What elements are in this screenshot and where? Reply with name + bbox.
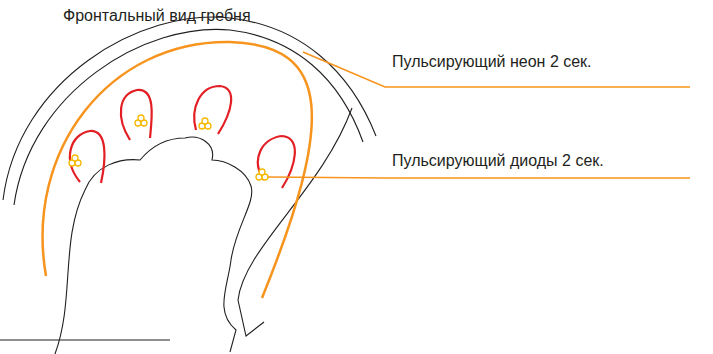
callout-label: Пульсирующий диоды 2 сек.	[392, 151, 604, 170]
neon-strip	[43, 42, 312, 298]
diode-loop	[70, 86, 295, 188]
callout-label: Пульсирующий неон 2 сек.	[392, 52, 592, 71]
diode-cluster	[69, 115, 268, 180]
diagram-title: Фронтальный вид гребня	[63, 6, 251, 25]
leader-line	[268, 52, 690, 178]
crest-outline	[0, 17, 376, 354]
